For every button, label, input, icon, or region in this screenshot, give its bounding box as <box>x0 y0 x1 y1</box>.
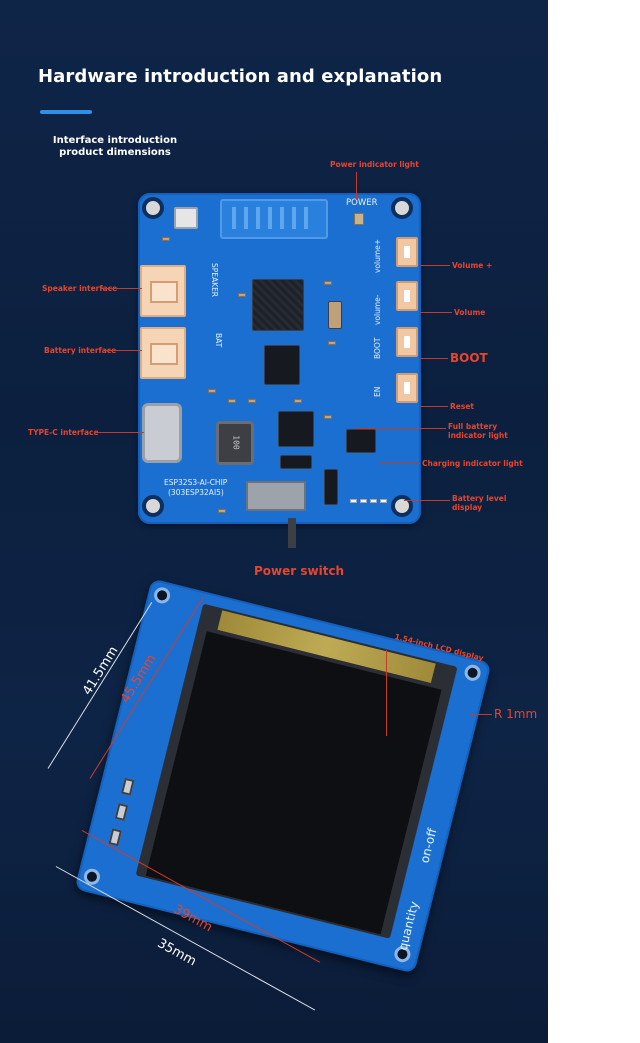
mount-hole-top-right <box>391 197 413 219</box>
smd-part <box>208 389 216 393</box>
leader-typec-interface <box>94 432 144 433</box>
microphone-module <box>174 207 198 229</box>
leader-charging-indicator <box>380 463 420 464</box>
leader-full-battery <box>356 428 446 429</box>
volume-plus-button <box>396 237 418 267</box>
page-title: Hardware introduction and explanation <box>38 66 443 87</box>
charger-chip <box>278 411 314 447</box>
boot-button <box>396 327 418 357</box>
typec-port <box>142 403 182 463</box>
silk-power: POWER <box>346 198 378 208</box>
leader-volume <box>420 312 452 313</box>
leader-boot <box>420 358 448 359</box>
leader-speaker-interface <box>100 288 142 289</box>
smd-part <box>248 399 256 403</box>
indicator-chip <box>346 429 376 453</box>
label-radius: R 1mm <box>494 707 538 721</box>
label-battery-level: Battery level display <box>452 494 506 512</box>
mainboard-image: POWER SPEAKER BAT 100 volume+ volume- BO… <box>138 193 421 524</box>
silk-model-2: (303ESP32AI5) <box>168 488 224 497</box>
power-led <box>354 213 364 225</box>
label-charging-indicator: Charging indicator light <box>422 459 523 468</box>
label-typec-interface: TYPE-C interface <box>28 428 99 437</box>
leader-radius <box>470 714 492 715</box>
smd-part <box>294 399 302 403</box>
battery-connector <box>140 327 186 379</box>
label-volume-plus: Volume + <box>452 261 493 270</box>
silk-volume-minus: volume- <box>373 294 382 326</box>
smd-part <box>328 341 336 345</box>
mount-hole-top-left <box>142 197 164 219</box>
leader-battery-level <box>404 500 450 501</box>
lcd-side-button <box>114 803 129 821</box>
silk-en: EN <box>373 386 382 397</box>
antenna-trace <box>232 207 316 229</box>
smd-part <box>324 281 332 285</box>
crystal <box>328 301 342 329</box>
battery-level-led <box>380 499 387 503</box>
label-reset: Reset <box>450 402 474 411</box>
lcd-module-image: on-off quantity <box>74 578 492 974</box>
label-full-battery-line-2: indicator light <box>448 431 508 440</box>
label-battery-interface: Battery interface <box>44 346 117 355</box>
label-full-battery: Full battery indicator light <box>448 422 508 440</box>
smd-part <box>238 293 246 297</box>
mount-hole-bottom-left <box>142 495 164 517</box>
subtitle-line-2: product dimensions <box>59 147 171 158</box>
reset-button <box>396 373 418 403</box>
leader-battery-interface <box>106 350 142 351</box>
silk-volume-plus: volume+ <box>373 238 382 273</box>
silk-boot: BOOT <box>373 337 382 359</box>
lcd-side-button <box>108 828 122 847</box>
silk-on-off: on-off <box>417 826 440 865</box>
smd-part <box>324 415 332 419</box>
codec-chip <box>264 345 300 385</box>
leader-reset <box>420 406 448 407</box>
battery-level-led <box>360 499 367 503</box>
speaker-connector <box>140 265 186 317</box>
label-battery-level-line-2: display <box>452 503 483 512</box>
main-chip <box>252 279 304 331</box>
leader-lcd-display <box>386 650 387 736</box>
power-switch-knob <box>288 518 296 548</box>
label-volume: Volume <box>454 308 486 317</box>
leader-volume-plus <box>420 265 450 266</box>
power-switch <box>246 481 306 511</box>
battery-level-led <box>350 499 357 503</box>
smd-part <box>218 509 226 513</box>
product-panel: Hardware introduction and explanation In… <box>0 0 548 1043</box>
silk-inductor: 100 <box>231 435 241 450</box>
leader-power-indicator <box>356 172 357 200</box>
small-chip <box>280 455 312 469</box>
battery-level-led <box>370 499 377 503</box>
page-margin <box>548 0 640 1043</box>
mount-hole-bottom-right <box>391 495 413 517</box>
section-subtitle: Interface introduction product dimension… <box>50 135 180 159</box>
label-full-battery-line-1: Full battery <box>448 422 498 431</box>
subtitle-line-1: Interface introduction <box>52 135 178 146</box>
dim-outer-height: 41.5mm <box>80 643 122 698</box>
label-power-switch: Power switch <box>254 564 345 578</box>
label-battery-level-line-1: Battery level <box>452 494 507 503</box>
smd-part <box>162 237 170 241</box>
label-speaker-interface: Speaker interface <box>42 284 118 293</box>
lcd-mount-hole <box>152 585 172 606</box>
label-boot: BOOT <box>450 351 488 365</box>
regulator-chip <box>324 469 338 505</box>
silk-bat: BAT <box>214 333 223 348</box>
lcd-mount-hole <box>462 663 483 683</box>
silk-quantity: quantity <box>395 899 422 952</box>
smd-part <box>228 399 236 403</box>
inductor: 100 <box>216 421 254 465</box>
title-underline <box>40 110 92 114</box>
lcd-side-button <box>120 777 135 796</box>
silk-model-1: ESP32S3-AI-CHIP <box>164 478 228 487</box>
volume-minus-button <box>396 281 418 311</box>
silk-speaker: SPEAKER <box>210 263 219 298</box>
label-power-indicator: Power indicator light <box>330 160 419 169</box>
